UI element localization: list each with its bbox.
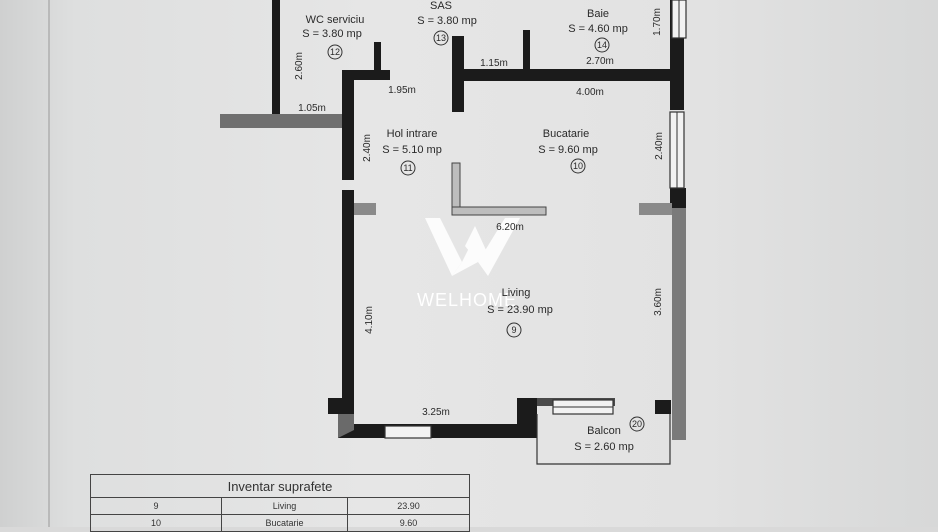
living-corner-bevel <box>338 414 354 438</box>
sas-wall <box>452 36 464 112</box>
dim-hol-width: 1.95m <box>388 85 416 96</box>
living-left-nib <box>354 203 376 215</box>
dim-living-left: 4.10m <box>364 306 375 334</box>
living-corner-left <box>328 398 354 414</box>
room-name-baie: Baie <box>587 8 609 20</box>
watermark-brand: WELHOME <box>417 290 517 310</box>
kitchen-top-wall <box>464 69 684 81</box>
dim-wc-height: 2.60m <box>294 52 305 80</box>
room-area-balcon: S = 2.60 mp <box>574 441 634 453</box>
room-name-wc: WC serviciu <box>306 14 365 26</box>
room-number-bucatarie: 10 <box>573 161 583 171</box>
window-living <box>384 425 432 439</box>
dim-living-bottom: 3.25m <box>422 407 450 418</box>
inventory-title: Inventar suprafete <box>90 474 470 498</box>
room-area-hol: S = 5.10 mp <box>382 144 442 156</box>
walls <box>220 0 686 440</box>
room-number-baie: 14 <box>597 40 607 50</box>
hol-left-wall-top <box>342 70 354 180</box>
inventory-number: 10 <box>90 514 222 532</box>
inventory-table: Inventar suprafete 9 Living 23.90 10 Buc… <box>90 474 470 532</box>
inventory-number: 9 <box>90 497 222 515</box>
room-area-living: S = 23.90 mp <box>487 304 553 316</box>
table-row: 9 Living 23.90 <box>90 497 470 515</box>
dim-kitchen-width: 4.00m <box>576 87 604 98</box>
dim-living-inner: 6.20m <box>496 222 524 233</box>
inventory-room: Bucatarie <box>221 514 348 532</box>
table-row: 10 Bucatarie 9.60 <box>90 514 470 532</box>
room-number-hol: 11 <box>403 163 412 173</box>
paper-edge <box>48 0 50 527</box>
balcony-outline <box>536 414 671 465</box>
room-number-balcon: 20 <box>632 419 642 429</box>
baie-stub <box>523 30 530 70</box>
living-right-nib <box>639 203 672 215</box>
room-number-living: 9 <box>511 325 516 335</box>
room-name-hol: Hol intrare <box>387 128 438 140</box>
dim-hol-height: 2.40m <box>362 134 373 162</box>
room-area-sas: S = 3.80 mp <box>417 15 477 27</box>
inventory-area: 23.90 <box>347 497 470 515</box>
wc-top-stub <box>354 70 390 80</box>
inventory-room: Living <box>221 497 348 515</box>
wc-bottom-wall <box>220 114 342 128</box>
inventory-header-row: Inventar suprafete <box>90 474 470 498</box>
right-wall-low <box>672 208 686 440</box>
inventory-area: 9.60 <box>347 514 470 532</box>
room-area-wc: S = 3.80 mp <box>302 28 362 40</box>
room-number-wc: 12 <box>330 47 340 57</box>
room-name-bucatarie: Bucatarie <box>543 128 589 140</box>
room-number-sas: 13 <box>436 33 446 43</box>
w-logo-icon <box>425 218 520 276</box>
living-left-wall <box>342 190 354 412</box>
balcony-corner <box>517 398 537 438</box>
room-area-bucatarie: S = 9.60 mp <box>538 144 598 156</box>
dim-baie-width: 2.70m <box>586 56 614 67</box>
dim-living-right: 3.60m <box>653 288 664 316</box>
right-corner <box>655 400 671 414</box>
kitchen-counter <box>451 206 547 216</box>
dim-wc-width: 1.05m <box>298 103 326 114</box>
dim-baie-height: 1.70m <box>652 8 663 36</box>
windows <box>384 0 687 439</box>
wc-left-wall <box>272 0 280 114</box>
right-wall-mid <box>670 188 686 208</box>
dim-sas-width: 1.15m <box>480 58 508 69</box>
wc-right-stub <box>374 42 381 70</box>
room-name-balcon: Balcon <box>587 425 621 437</box>
room-area-baie: S = 4.60 mp <box>568 23 628 35</box>
room-name-sas: SAS <box>430 0 452 12</box>
dim-kitchen-height: 2.40m <box>654 132 665 160</box>
room-name-living: Living <box>502 287 531 299</box>
